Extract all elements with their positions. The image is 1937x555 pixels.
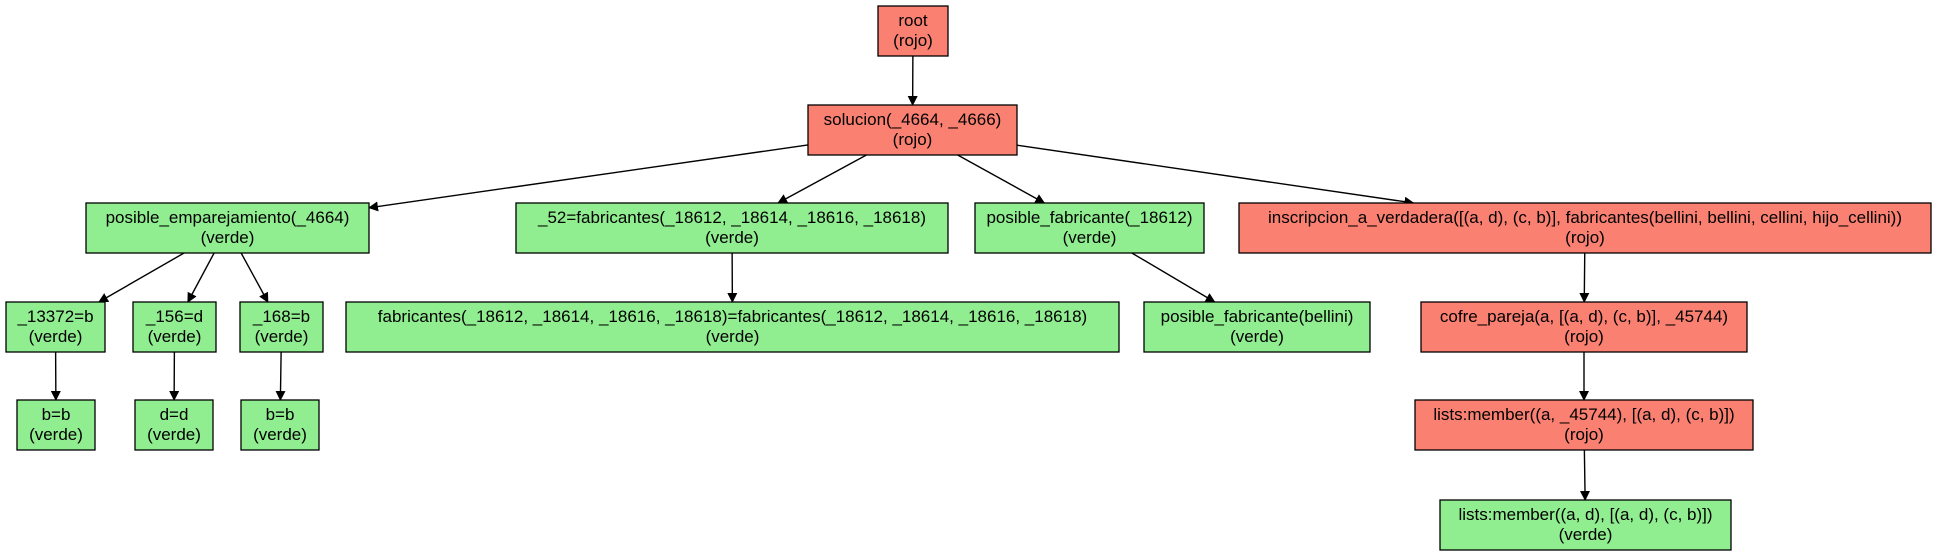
n-inscripcion-label: inscripcion_a_verdadera([(a, d), (c, b)]…: [1268, 208, 1902, 227]
n-eq-fabricantes-node: _52=fabricantes(_18612, _18614, _18616, …: [515, 202, 949, 254]
n-member-ad-box: [1439, 499, 1732, 551]
n-member-ad-label: lists:member((a, d), [(a, d), (c, b)]): [1458, 505, 1712, 524]
n-root-box: [877, 5, 949, 57]
edge-n-168-to-n-bb-2: [275, 351, 286, 401]
n-posible-fabricante-var-status: (verde): [1063, 228, 1117, 247]
edge-arrow: [957, 154, 1046, 204]
n-posible-fabricante-var-node: posible_fabricante(_18612)(verde): [974, 202, 1205, 254]
edge-n-solucion-to-n-inscripcion: [1016, 144, 1415, 207]
n-156-label: _156=d: [145, 307, 203, 326]
edge-arrow: [240, 252, 269, 303]
n-bb-2-node: b=b(verde): [240, 399, 320, 451]
n-posible-fabricante-bellini-node: posible_fabricante(bellini)(verde): [1143, 301, 1371, 353]
n-member-45744-label: lists:member((a, _45744), [(a, d), (c, b…: [1433, 405, 1734, 424]
n-eq-fabricantes-box: [515, 202, 949, 254]
n-member-ad-node: lists:member((a, d), [(a, d), (c, b)])(v…: [1439, 499, 1732, 551]
n-inscripcion-box: [1238, 202, 1932, 254]
n-inscripcion-status: (rojo): [1565, 228, 1605, 247]
n-168-node: _168=b(verde): [239, 301, 324, 353]
n-eq-fabricantes-status: (verde): [705, 228, 759, 247]
n-eq-fabricantes-label: _52=fabricantes(_18612, _18614, _18616, …: [537, 208, 926, 227]
n-member-45744-status: (rojo): [1564, 425, 1604, 444]
n-13372-status: (verde): [29, 327, 83, 346]
n-solucion-status: (rojo): [893, 130, 933, 149]
n-bb-1-box: [16, 399, 96, 451]
n-root-node: root(rojo): [877, 5, 949, 57]
edge-n-posible-emparejamiento-to-n-156: [187, 252, 215, 303]
edge-arrow: [1016, 144, 1415, 207]
n-posible-emparejamiento-label: posible_emparejamiento(_4664): [106, 208, 350, 227]
n-fabricantes-unify-label: fabricantes(_18612, _18614, _18616, _186…: [378, 307, 1087, 326]
n-bb-1-node: b=b(verde): [16, 399, 96, 451]
n-posible-emparejamiento-node: posible_emparejamiento(_4664)(verde): [85, 202, 370, 254]
n-posible-fabricante-bellini-box: [1143, 301, 1371, 353]
n-156-box: [132, 301, 217, 353]
edge-arrow: [187, 252, 215, 303]
n-solucion-box: [807, 104, 1018, 156]
n-member-45744-box: [1414, 399, 1754, 451]
n-13372-node: _13372=b(verde): [5, 301, 106, 353]
n-posible-fabricante-bellini-label: posible_fabricante(bellini): [1161, 307, 1354, 326]
edge-arrow: [275, 351, 286, 401]
edges-layer: [50, 55, 1590, 501]
n-posible-fabricante-var-label: posible_fabricante(_18612): [986, 208, 1192, 227]
n-bb-2-status: (verde): [253, 425, 307, 444]
n-solucion-node: solucion(_4664, _4666)(rojo): [807, 104, 1018, 156]
edge-arrow: [368, 144, 809, 212]
edge-n-member-45744-to-n-member-ad: [1579, 449, 1590, 501]
edge-n-solucion-to-n-posible-fabricante-var: [957, 154, 1046, 204]
n-dd-box: [134, 399, 214, 451]
n-root-label: root: [898, 11, 928, 30]
n-168-status: (verde): [255, 327, 309, 346]
n-dd-label: d=d: [160, 405, 189, 424]
n-168-box: [239, 301, 324, 353]
n-13372-label: _13372=b: [16, 307, 93, 326]
edge-n-solucion-to-n-posible-emparejamiento: [368, 144, 809, 212]
n-posible-fabricante-bellini-status: (verde): [1230, 327, 1284, 346]
n-fabricantes-unify-node: fabricantes(_18612, _18614, _18616, _186…: [345, 301, 1120, 353]
edge-n-posible-fabricante-var-to-n-posible-fabricante-bellini: [1131, 252, 1216, 303]
n-posible-emparejamiento-status: (verde): [201, 228, 255, 247]
n-bb-2-label: b=b: [266, 405, 295, 424]
n-bb-1-status: (verde): [29, 425, 83, 444]
n-cofre-pareja-label: cofre_pareja(a, [(a, d), (c, b)], _45744…: [1440, 307, 1728, 326]
n-bb-2-box: [240, 399, 320, 451]
n-posible-emparejamiento-box: [85, 202, 370, 254]
edge-n-posible-emparejamiento-to-n-168: [240, 252, 269, 303]
n-dd-node: d=d(verde): [134, 399, 214, 451]
n-cofre-pareja-status: (rojo): [1564, 327, 1604, 346]
n-member-ad-status: (verde): [1559, 525, 1613, 544]
edge-arrow: [98, 252, 185, 303]
n-fabricantes-unify-status: (verde): [706, 327, 760, 346]
edge-arrow: [1579, 449, 1590, 501]
n-inscripcion-node: inscripcion_a_verdadera([(a, d), (c, b)]…: [1238, 202, 1932, 254]
n-fabricantes-unify-box: [345, 301, 1120, 353]
n-cofre-pareja-box: [1420, 301, 1748, 353]
n-cofre-pareja-node: cofre_pareja(a, [(a, d), (c, b)], _45744…: [1420, 301, 1748, 353]
n-bb-1-label: b=b: [42, 405, 71, 424]
edge-arrow: [1131, 252, 1216, 303]
n-root-status: (rojo): [893, 31, 933, 50]
edge-n-posible-emparejamiento-to-n-13372: [98, 252, 185, 303]
n-168-label: _168=b: [252, 307, 310, 326]
n-posible-fabricante-var-box: [974, 202, 1205, 254]
n-13372-box: [5, 301, 106, 353]
edge-n-solucion-to-n-eq-fabricantes: [777, 154, 867, 204]
n-dd-status: (verde): [147, 425, 201, 444]
n-solucion-label: solucion(_4664, _4666): [824, 110, 1002, 129]
n-156-status: (verde): [148, 327, 202, 346]
nodes-layer: root(rojo)solucion(_4664, _4666)(rojo)po…: [5, 5, 1932, 551]
edge-arrow: [777, 154, 867, 204]
n-member-45744-node: lists:member((a, _45744), [(a, d), (c, b…: [1414, 399, 1754, 451]
n-156-node: _156=d(verde): [132, 301, 217, 353]
